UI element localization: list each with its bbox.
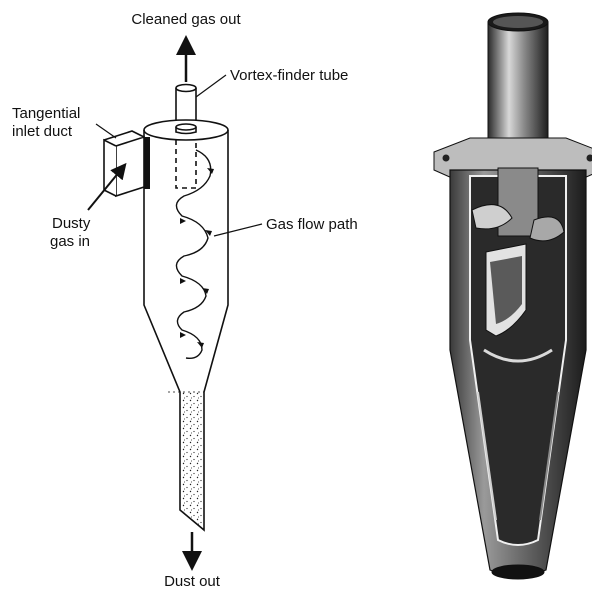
label-dust-out: Dust out <box>164 573 221 590</box>
vortex-finder-tube <box>176 85 196 126</box>
tangential-inlet-duct <box>104 131 150 196</box>
label-dusty-gas-line1: Dusty <box>52 215 91 232</box>
label-tangential-inlet-line2: inlet duct <box>12 123 73 140</box>
gas-flow-leader <box>214 224 262 236</box>
cyclone-schematic <box>88 40 262 566</box>
label-tangential-inlet-line1: Tangential <box>12 105 80 122</box>
cutaway-inner-pipe <box>498 168 538 236</box>
vortex-finder-leader <box>196 75 226 97</box>
gas-flow-spiral <box>176 150 210 358</box>
label-gas-flow-path: Gas flow path <box>266 216 358 233</box>
cutaway-dust-outlet <box>492 565 544 579</box>
label-vortex-finder-tube: Vortex-finder tube <box>230 67 348 84</box>
vortex-finder-inner <box>176 140 196 188</box>
cyclone-top-cap <box>144 120 228 140</box>
label-cleaned-gas-out: Cleaned gas out <box>131 11 241 28</box>
label-dusty-gas-line2: gas in <box>50 233 90 250</box>
dust-fill <box>168 392 204 530</box>
tangential-inlet-leader <box>96 124 116 138</box>
cyclone-cutaway-illustration <box>434 13 592 579</box>
